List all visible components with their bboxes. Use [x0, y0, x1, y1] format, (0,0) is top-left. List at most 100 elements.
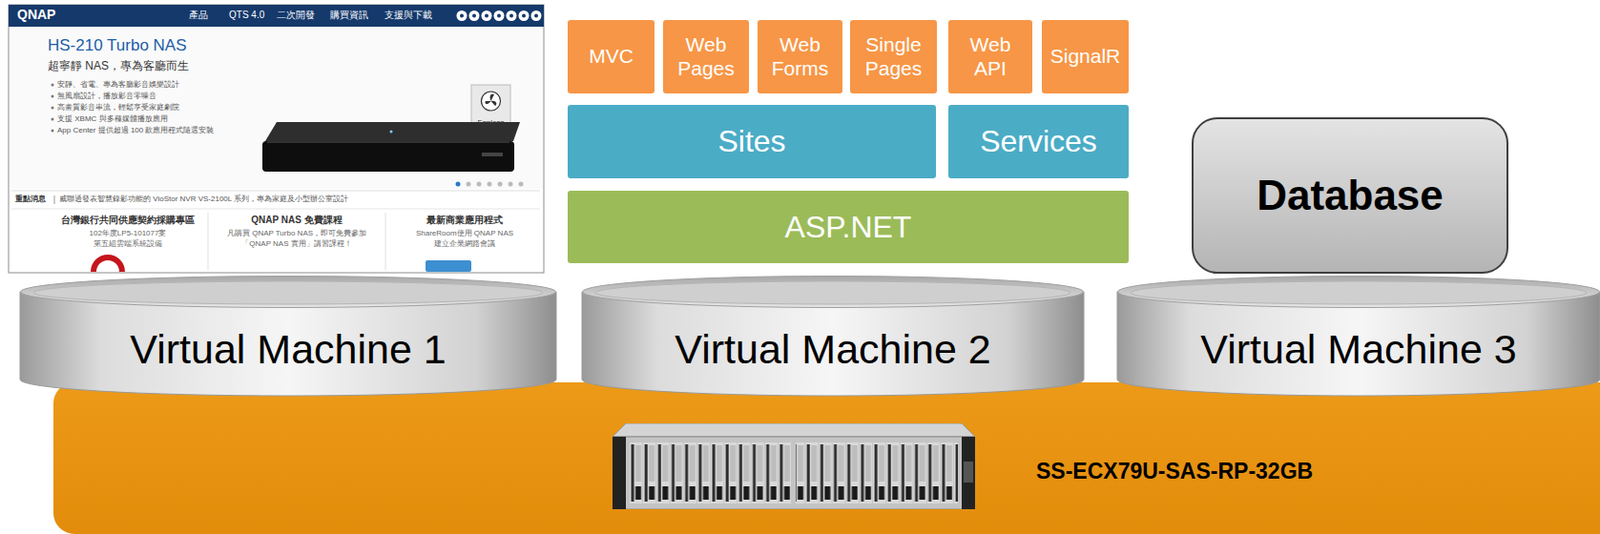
disk-top	[33, 281, 543, 305]
fan-icon	[481, 91, 501, 111]
seal-icon	[90, 254, 125, 272]
bullet-dots	[51, 83, 55, 133]
badge-label: Fanless	[477, 118, 504, 128]
node-label: Web Pages	[669, 33, 743, 80]
feature-bullet: 無風扇設計，播放影音零噪音	[57, 91, 157, 102]
column-text: 102年度LP5-101077案	[89, 228, 167, 239]
feature-bullet: App Center 提供超過 100 款應用程式隨選安裝	[57, 125, 214, 136]
box-fill	[1192, 118, 1508, 273]
column-heading: QNAP NAS 免費課程	[250, 214, 342, 227]
server-band: SS-ECX79U-SAS-RP-32GB	[53, 382, 1600, 534]
box-fill	[567, 190, 1129, 264]
seal-icon	[96, 260, 120, 272]
box-fill	[567, 104, 936, 179]
text-area: Virtual Machine 3	[1122, 310, 1595, 391]
disk-top	[1130, 281, 1587, 305]
menu-item: 產品	[188, 9, 208, 21]
text-area: Services	[955, 112, 1122, 171]
framework-box: SignalR	[1041, 20, 1129, 94]
news-heading: 重點消息	[15, 194, 46, 205]
nas-device	[262, 122, 520, 172]
news-text: 威聯通發表智慧錄影功能的 VioStor NVR VS-2100L 系列，專為家…	[59, 194, 349, 205]
app-icon	[425, 260, 472, 272]
text-area: Sites	[575, 112, 929, 171]
box-fill	[948, 104, 1129, 179]
framework-box: Web Forms	[757, 20, 843, 94]
disk-top	[595, 281, 1071, 305]
feature-bullet: 安靜、省電、專為客廳影音娛樂設計	[57, 80, 180, 90]
node-label: Services	[955, 124, 1122, 160]
node-label: Virtual Machine 1	[25, 326, 551, 374]
framework-box: Web API	[948, 20, 1033, 94]
text-area: SignalR	[1047, 25, 1123, 88]
node-label: SignalR	[1047, 44, 1123, 68]
box-fill	[850, 20, 937, 94]
fan-blades	[484, 93, 497, 106]
separator	[54, 195, 56, 205]
column-text: 建立企業網路會議	[434, 239, 496, 250]
box-fill	[1041, 20, 1129, 94]
server-picture	[612, 423, 976, 510]
divider	[11, 190, 541, 192]
product-subtitle: 超寧靜 NAS，專為客廳而生	[47, 59, 189, 73]
site-logo: QNAP	[17, 6, 56, 23]
menu-item: 二次開發	[276, 9, 315, 21]
box-fill	[567, 20, 655, 94]
social-icon-glyphs	[459, 14, 539, 19]
menu-item: QTS 4.0	[228, 9, 265, 21]
disk-top	[582, 276, 1084, 309]
disk-top	[1118, 276, 1600, 309]
text-area: Database	[1203, 128, 1497, 263]
text-area: Single Pages	[856, 26, 931, 87]
text-area: SS-ECX79U-SAS-RP-32GB	[1036, 439, 1437, 503]
divider	[11, 208, 541, 210]
product-title: HS-210 Turbo NAS	[47, 36, 188, 56]
feature-bullet: 高畫質影音串流，輕鬆享受家庭劇院	[57, 103, 180, 113]
node-label: Virtual Machine 2	[587, 326, 1079, 374]
platform-box: ASP.NET	[567, 190, 1129, 264]
box-fill	[663, 20, 749, 94]
node-label: Web API	[955, 33, 1026, 80]
node-label: SS-ECX79U-SAS-RP-32GB	[1036, 458, 1437, 484]
column-heading: 台灣銀行共同供應契約採購專區	[61, 214, 195, 227]
text-area: Web Forms	[764, 26, 836, 87]
disk-top	[20, 276, 557, 309]
website-screenshot	[8, 4, 544, 273]
layer-box: Sites	[567, 104, 936, 179]
column-divider	[385, 212, 387, 271]
column-heading: 最新商業應用程式	[426, 214, 503, 227]
text-area: ASP.NET	[575, 198, 1122, 256]
text-area: Web API	[955, 26, 1026, 87]
column-text: 第五組雲端系統設備	[93, 239, 163, 250]
text-area: Virtual Machine 1	[25, 310, 551, 391]
node-outline	[53, 382, 1600, 534]
column-text: ShareRoom使用 QNAP NAS	[415, 228, 514, 239]
node-label: Single Pages	[856, 33, 931, 80]
text-area: Web Pages	[669, 26, 743, 87]
virtual-machine: Virtual Machine 2	[581, 275, 1084, 396]
node-label: Sites	[575, 124, 929, 160]
node-label: Web Forms	[764, 33, 836, 80]
box-fill	[948, 20, 1033, 94]
node-label: ASP.NET	[575, 209, 1122, 246]
screenshot-frame	[8, 4, 544, 273]
virtual-machine: Virtual Machine 3	[1117, 275, 1600, 396]
text-area: Virtual Machine 2	[587, 310, 1079, 391]
menu-item: 支援與下載	[384, 9, 433, 21]
layer-box: Services	[948, 104, 1129, 179]
feature-bullet: 支援 XBMC 與多種媒體播放應用	[57, 114, 168, 125]
node-label: Database	[1203, 171, 1497, 221]
band-fill	[53, 382, 1600, 534]
column-text: 「QNAP NAS 實用」講習課程！	[241, 239, 352, 250]
column-divider	[207, 212, 209, 271]
nav-bar	[8, 4, 544, 27]
framework-box: MVC	[567, 20, 655, 94]
framework-box: Single Pages	[850, 20, 937, 94]
framework-box: Web Pages	[663, 20, 749, 94]
node-label: MVC	[574, 44, 648, 68]
menu-item: 購買資訊	[330, 9, 369, 21]
column-text: 凡購買 QNAP Turbo NAS，即可免費參加	[227, 228, 367, 239]
text-area: MVC	[574, 26, 648, 87]
hero-area	[9, 26, 543, 189]
